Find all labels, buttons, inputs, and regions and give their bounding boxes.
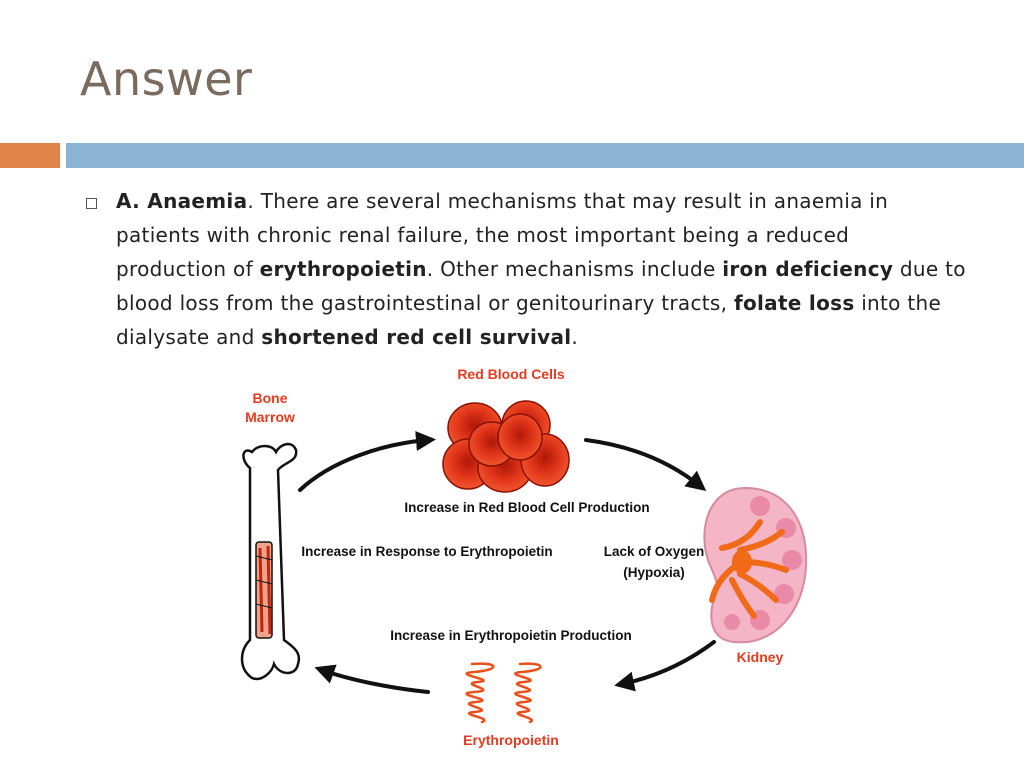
label-kidney: Kidney — [737, 649, 784, 665]
bullet-text-part: . Other mechanisms include — [426, 257, 723, 281]
arrow-kidney-to-epo — [614, 640, 716, 692]
arrow-rbc-to-kidney — [584, 438, 707, 491]
bullet-text-part: due to blood loss from the gastrointesti… — [116, 257, 966, 315]
bullet-text-part: . There are several mechanisms that may … — [116, 189, 889, 281]
arrow-bone-to-rbc — [298, 431, 436, 492]
accent-bar-blue — [66, 143, 1024, 168]
label-increase-rbc-production: Increase in Red Blood Cell Production — [404, 500, 649, 515]
kidney-icon — [703, 486, 808, 644]
bullet-text-part: . — [571, 325, 579, 349]
erythropoietin-molecule-icon — [465, 662, 542, 724]
label-marrow: Marrow — [245, 409, 295, 425]
slide-title: Answer — [80, 52, 253, 106]
cycle-arrow-icon — [298, 431, 716, 694]
red-blood-cells-icon — [442, 400, 570, 493]
label-erythropoietin: Erythropoietin — [463, 732, 559, 748]
bullet-emphasis: erythropoietin — [259, 257, 427, 281]
arrow-epo-to-bone — [314, 664, 430, 694]
bullet-emphasis: iron deficiency — [722, 257, 894, 281]
bullet-emphasis: folate loss — [733, 291, 855, 315]
accent-bar-orange — [0, 143, 60, 168]
bullet-emphasis: shortened red cell survival — [261, 325, 572, 349]
bullet-marker — [86, 198, 97, 209]
bullet-paragraph: A. Anaemia. There are several mechanisms… — [116, 184, 966, 354]
bullet-text-part: into the dialysate and — [116, 291, 942, 349]
label-red-blood-cells: Red Blood Cells — [457, 366, 565, 382]
bone-icon — [240, 442, 301, 681]
label-lack-of-oxygen: Lack of Oxygen — [604, 544, 705, 559]
label-hypoxia: (Hypoxia) — [623, 565, 685, 580]
bullet-heading: A. Anaemia — [116, 189, 248, 213]
label-bone: Bone — [253, 390, 288, 406]
label-increase-epo-production: Increase in Erythropoietin Production — [390, 628, 632, 643]
label-increase-response: Increase in Response to Erythropoietin — [301, 544, 552, 559]
